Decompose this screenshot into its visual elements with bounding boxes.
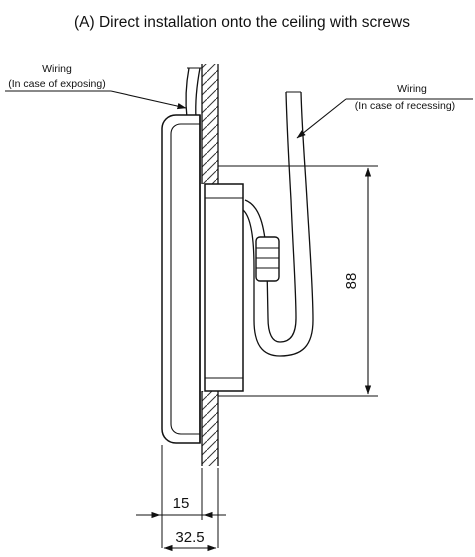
callout-exposed-wiring: Wiring (In case of exposing) xyxy=(5,63,187,110)
recessed-wiring-cable xyxy=(242,91,314,357)
callout-exposed-note: (In case of exposing) xyxy=(8,78,105,90)
dimension-height-label: 88 xyxy=(343,273,360,290)
callout-recessed-note: (In case of recessing) xyxy=(355,100,455,112)
dimension-height: 88 xyxy=(218,165,378,397)
exposed-wiring-cable xyxy=(185,67,202,119)
back-box xyxy=(204,183,244,392)
dimension-front-depth-label: 15 xyxy=(173,495,190,512)
callout-exposed-title: Wiring xyxy=(42,63,72,75)
callout-recessed-wiring: Wiring (In case of recessing) xyxy=(296,83,473,139)
wire-connector xyxy=(255,236,280,282)
dimension-total-depth-label: 32.5 xyxy=(175,529,204,546)
callout-recessed-title: Wiring xyxy=(397,83,427,95)
diagram-title: (A) Direct installation onto the ceiling… xyxy=(74,14,410,31)
ceiling-wall xyxy=(201,64,219,466)
front-panel xyxy=(161,114,201,444)
dimension-depths: 15 32.5 xyxy=(136,445,226,552)
